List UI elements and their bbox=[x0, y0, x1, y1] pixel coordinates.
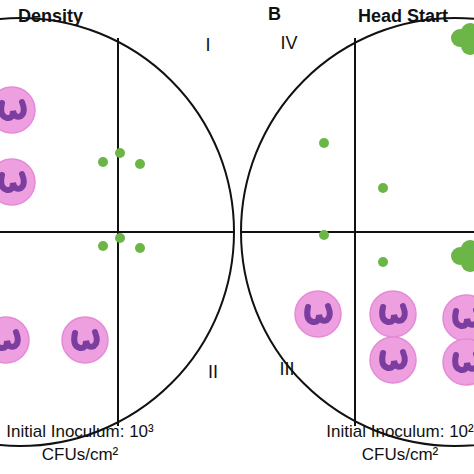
colony-lobe bbox=[461, 254, 474, 272]
neutrophil-cell bbox=[443, 339, 474, 385]
quadrant-divider bbox=[0, 231, 235, 233]
quadrant-divider bbox=[117, 38, 119, 426]
neutrophil-cell bbox=[295, 291, 341, 337]
colony-lobe bbox=[461, 240, 474, 258]
colony-lobe bbox=[451, 29, 469, 47]
cell-nucleus bbox=[382, 352, 405, 368]
bacterium-dot bbox=[98, 157, 108, 167]
cell-body bbox=[0, 87, 35, 133]
neutrophil-cell bbox=[0, 317, 29, 363]
cell-body bbox=[0, 317, 29, 363]
colony-lobe bbox=[469, 247, 474, 265]
quadrant-number: III bbox=[268, 357, 306, 381]
neutrophil-cell bbox=[370, 337, 416, 383]
colony-lobe bbox=[469, 29, 474, 47]
dish-outline bbox=[0, 18, 234, 446]
cell-body bbox=[443, 339, 474, 385]
quadrant-number: II bbox=[198, 360, 228, 384]
neutrophil-cell bbox=[443, 295, 474, 341]
cell-nucleus bbox=[74, 332, 97, 348]
inoculum-caption: Initial Inoculum: 10² CFUs/cm² bbox=[326, 420, 474, 466]
cell-body bbox=[62, 317, 108, 363]
colony-lobe bbox=[461, 37, 474, 55]
neutrophil-cell bbox=[0, 159, 35, 205]
neutrophil-cell bbox=[370, 291, 416, 337]
colony-lobe bbox=[451, 247, 469, 265]
culture-dish: Head StartIVIIIInitial Inoculum: 10² CFU… bbox=[240, 17, 474, 447]
cell-nucleus bbox=[382, 306, 405, 322]
cell-body bbox=[0, 159, 35, 205]
panel-letter: B bbox=[268, 4, 281, 25]
cell-nucleus bbox=[455, 310, 474, 326]
cell-body bbox=[443, 295, 474, 341]
bacterium-dot bbox=[319, 138, 329, 148]
bacterium-dot bbox=[378, 183, 388, 193]
panel-title: Head Start bbox=[358, 4, 474, 28]
inoculum-caption: Initial Inoculum: 10³ CFUs/cm² bbox=[0, 420, 160, 466]
colony-lobe bbox=[461, 23, 474, 41]
bacterium-dot bbox=[98, 241, 108, 251]
cell-nucleus bbox=[1, 102, 24, 118]
cell-nucleus bbox=[1, 174, 24, 190]
bacterium-dot bbox=[115, 148, 125, 158]
dish-outline bbox=[241, 18, 474, 446]
culture-dish: DensityIIIInitial Inoculum: 10³ CFUs/cm² bbox=[0, 17, 235, 447]
cell-nucleus bbox=[307, 306, 330, 322]
bacterium-dot bbox=[378, 257, 388, 267]
cell-body bbox=[370, 337, 416, 383]
panel-title: Density bbox=[18, 4, 148, 28]
bacterial-colony bbox=[451, 23, 474, 55]
quadrant-divider bbox=[240, 231, 474, 233]
cell-body bbox=[370, 291, 416, 337]
cell-nucleus bbox=[455, 354, 474, 370]
dish-outline-canvas bbox=[0, 17, 235, 447]
dish-outline-canvas bbox=[240, 17, 474, 447]
bacterium-dot bbox=[115, 233, 125, 243]
cell-nucleus bbox=[0, 332, 18, 348]
cell-body bbox=[295, 291, 341, 337]
neutrophil-cell bbox=[0, 87, 35, 133]
quadrant-number: IV bbox=[274, 31, 304, 55]
quadrant-number: I bbox=[196, 33, 220, 57]
neutrophil-cell bbox=[62, 317, 108, 363]
bacterium-dot bbox=[135, 243, 145, 253]
bacterial-colony bbox=[451, 240, 474, 272]
bacterium-dot bbox=[135, 159, 145, 169]
bacterium-dot bbox=[319, 230, 329, 240]
quadrant-divider bbox=[354, 38, 356, 426]
